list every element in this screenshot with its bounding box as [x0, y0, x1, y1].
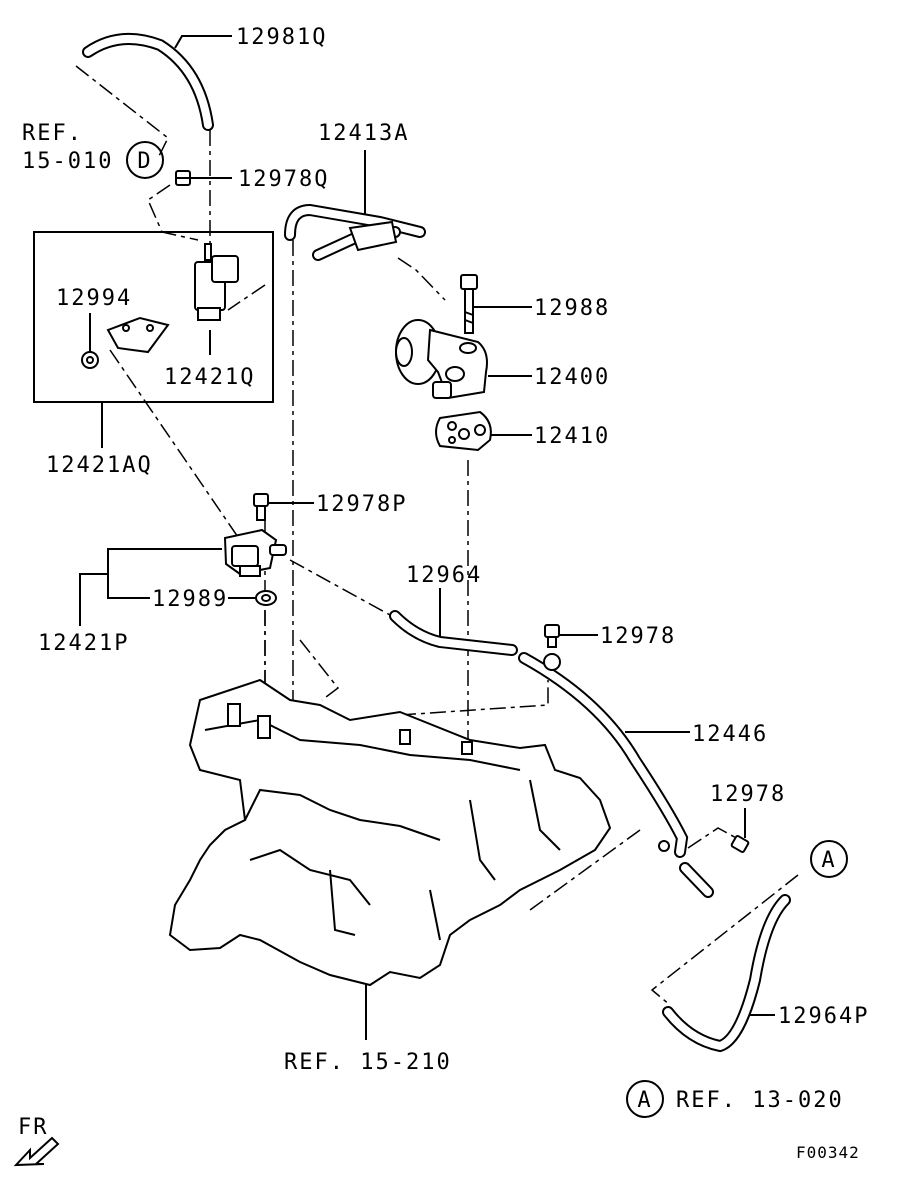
label-12421Q: 12421Q [164, 365, 255, 390]
bracket-12421Q [106, 316, 170, 354]
label-12994: 12994 [56, 286, 132, 311]
label-12978Q: 12978Q [238, 167, 329, 192]
intake-manifold [168, 678, 612, 987]
bolt-12978P [253, 493, 269, 521]
front-arrow-icon [13, 1136, 60, 1167]
label-ref-bottom: REF. 15-210 [284, 1050, 452, 1075]
circle-d: D [126, 141, 164, 179]
label-12978-lower: 12978 [710, 782, 786, 807]
guide-lines [75, 65, 799, 1006]
hose-12981Q [82, 32, 214, 131]
circle-a-bottom-letter: A [637, 1088, 652, 1113]
circle-a-bottom: A [626, 1080, 664, 1118]
label-12421AQ: 12421AQ [46, 453, 153, 478]
label-12978P: 12978P [316, 492, 407, 517]
hose-short [679, 862, 714, 898]
nut-12994 [81, 351, 99, 369]
label-12978-upper: 12978 [600, 624, 676, 649]
washer-12989 [255, 590, 277, 606]
hose-12964P [662, 894, 791, 1053]
egr-valve-12400 [395, 319, 488, 400]
hose-12413A [284, 203, 426, 261]
assembly-box-12421AQ [33, 231, 274, 403]
label-12981Q: 12981Q [236, 25, 327, 50]
label-12410: 12410 [534, 424, 610, 449]
solenoid-12421Q [194, 243, 239, 321]
gasket-12410 [435, 410, 492, 452]
label-fr: FR [18, 1115, 49, 1140]
label-12989: 12989 [152, 587, 228, 612]
label-12421P: 12421P [38, 631, 129, 656]
label-12964: 12964 [406, 563, 482, 588]
circle-d-letter: D [137, 149, 152, 174]
circle-a-top-letter: A [821, 848, 836, 873]
hose-12964 [389, 610, 518, 656]
bolt-12978-upper [544, 624, 560, 648]
circle-a-top: A [810, 840, 848, 878]
bolt-12988 [460, 274, 478, 334]
label-12988: 12988 [534, 296, 610, 321]
label-ref-a: REF. 13-020 [676, 1088, 844, 1113]
figure-code: F00342 [796, 1143, 860, 1162]
label-12446: 12446 [692, 722, 768, 747]
pipe-12446 [518, 652, 689, 858]
label-12400: 12400 [534, 365, 610, 390]
label-12413A: 12413A [318, 121, 409, 146]
solenoid-12421P [223, 528, 287, 577]
label-ref-top-2: 15-010 [22, 149, 113, 174]
label-12964P: 12964P [778, 1004, 869, 1029]
leader-lines [79, 35, 775, 1040]
bolt-12978Q [175, 170, 191, 186]
bolt-12978-lower [730, 835, 750, 853]
label-ref-top-1: REF. [22, 121, 83, 146]
